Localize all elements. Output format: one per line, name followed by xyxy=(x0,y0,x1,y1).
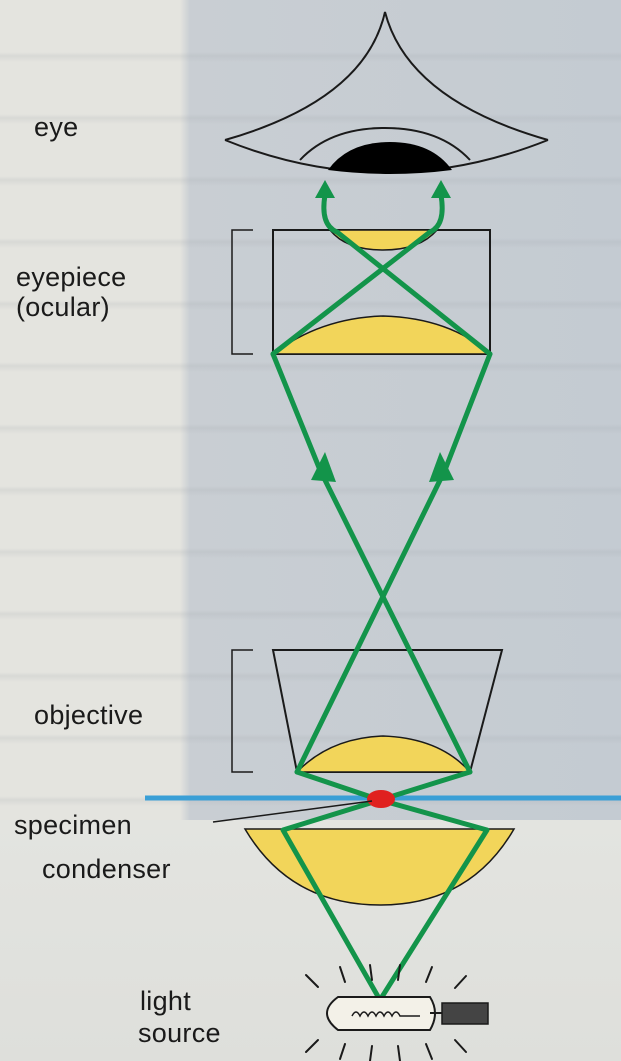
label-source: source xyxy=(138,1018,221,1048)
bulb-filament xyxy=(351,1011,420,1018)
eye-drawing xyxy=(224,11,549,174)
ray-e xyxy=(321,192,340,235)
label-ocular: (ocular) xyxy=(16,292,110,322)
eyepiece-bracket xyxy=(231,229,253,355)
label-condenser: condenser xyxy=(42,854,171,884)
label-specimen: specimen xyxy=(14,810,132,840)
label-eyepiece: eyepiece xyxy=(16,262,127,292)
label-light: light xyxy=(140,986,192,1016)
specimen-pointer xyxy=(212,800,373,823)
arrow-up-right-top xyxy=(431,180,451,198)
ray-d xyxy=(334,229,493,357)
eye-pupil xyxy=(328,142,452,174)
ray-b xyxy=(270,351,473,775)
ray-right-lower xyxy=(377,797,490,1003)
light-glow-lines xyxy=(305,964,467,1061)
eyepiece-field-lens xyxy=(270,315,492,355)
ray-f xyxy=(427,192,445,235)
light-bulb xyxy=(326,996,489,1031)
ray-a xyxy=(294,351,493,775)
ray-objective-right xyxy=(377,769,473,803)
bulb-base xyxy=(441,1002,489,1025)
arrow-mid-right xyxy=(429,452,454,482)
label-eye: eye xyxy=(34,112,79,142)
ray-left-lower xyxy=(280,797,383,1003)
label-objective: objective xyxy=(34,700,144,730)
ray-objective-left xyxy=(294,769,383,803)
objective-lens xyxy=(295,735,472,773)
condenser-lens xyxy=(243,828,516,906)
eye-iris xyxy=(299,126,471,161)
objective-bracket xyxy=(231,649,253,773)
arrow-mid-left xyxy=(311,452,336,482)
ray-c xyxy=(270,229,433,357)
bulb-glass xyxy=(326,996,436,1031)
eye-upper-lid xyxy=(224,11,549,141)
specimen-dot xyxy=(367,790,395,808)
arrow-up-left-top xyxy=(315,180,335,198)
